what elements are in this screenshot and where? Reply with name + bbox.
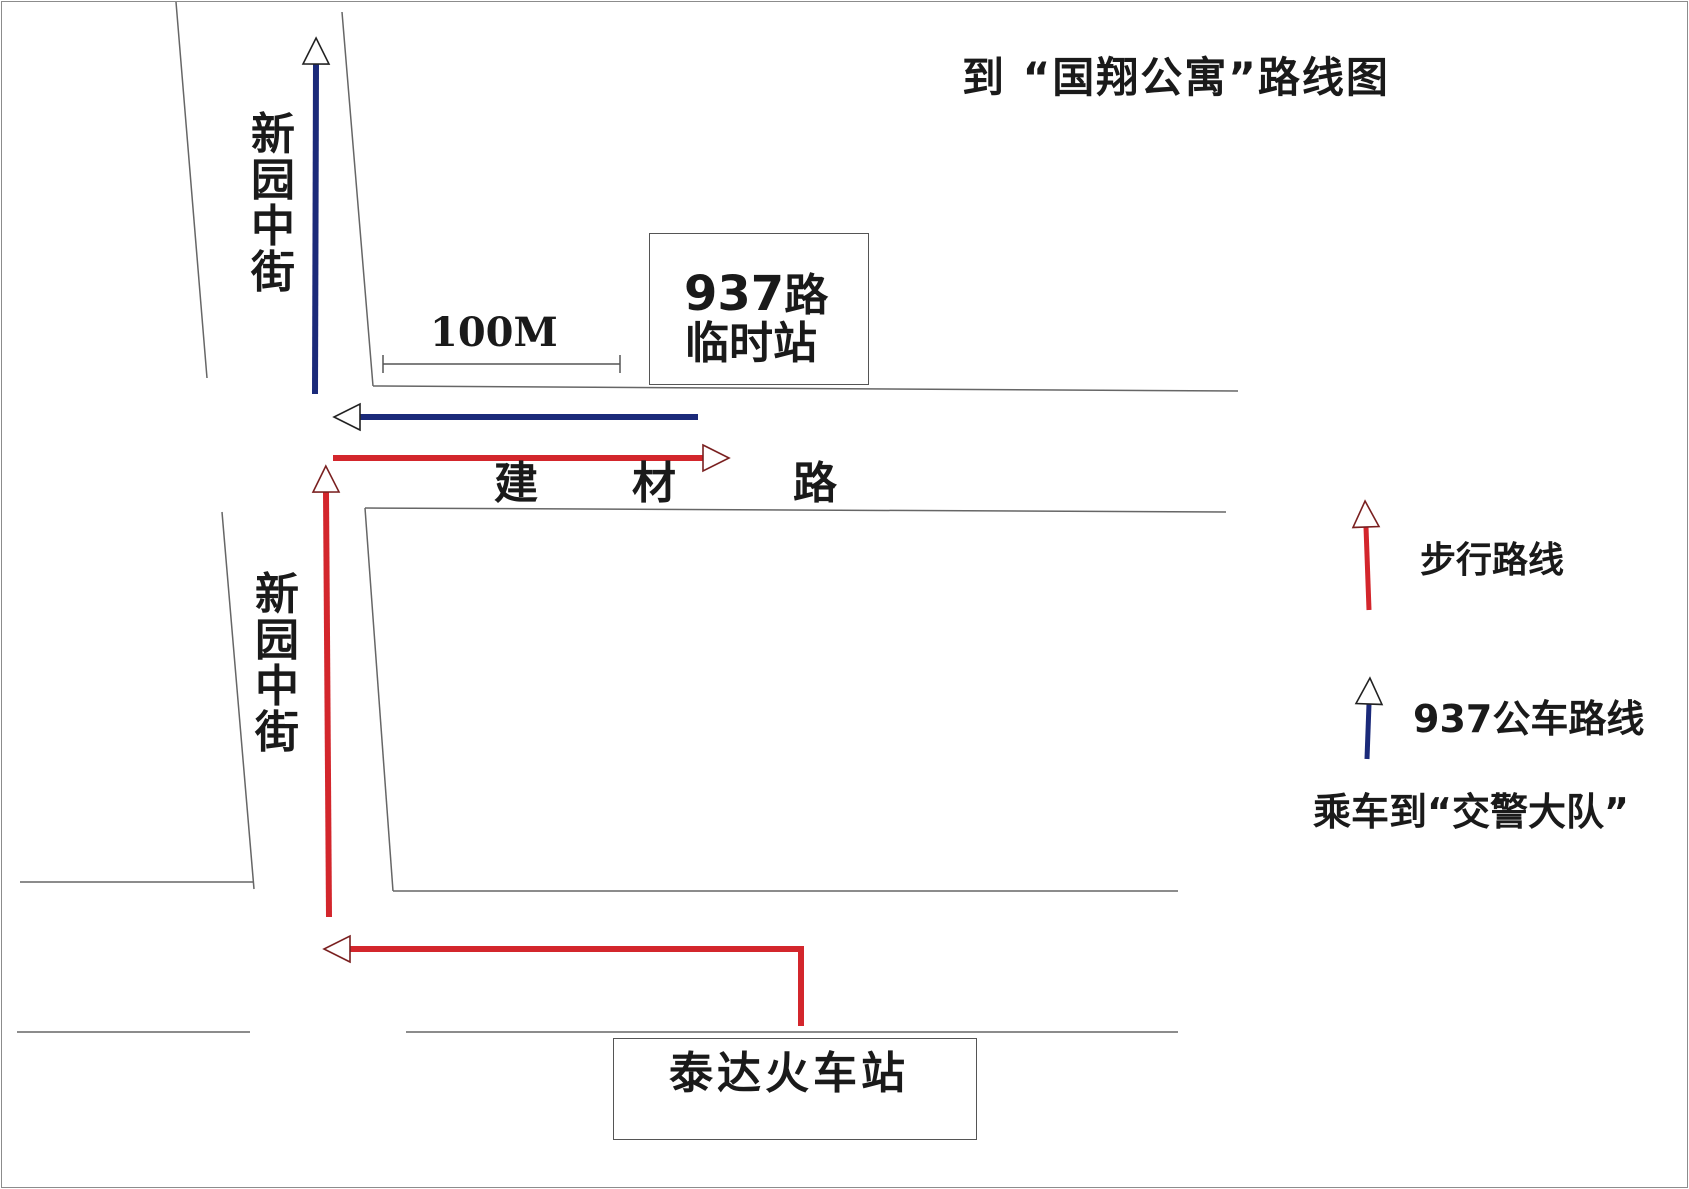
- road-edge-jiancai-south: [364, 507, 1227, 513]
- legend-walk-label: 步行路线: [1420, 540, 1565, 581]
- road-edge-north-west: [175, 1, 208, 379]
- legend-note: 乘车到“交警大队”: [1313, 790, 1629, 834]
- station-label: 泰达火车站: [669, 1048, 909, 1099]
- walk-route-segment-north: [311, 464, 341, 918]
- bus-stop-name: 临时站: [685, 318, 817, 369]
- bus-stop-route-suffix: 路: [784, 270, 829, 321]
- street-label-xinyuan-south: 新园中街: [255, 569, 299, 758]
- bus-stop-box: [649, 233, 869, 385]
- legend-bus-arrow: [1354, 676, 1384, 760]
- walk-route: [311, 443, 804, 1026]
- bus-route: [301, 36, 698, 432]
- bus-stop-route: 937路: [684, 270, 828, 318]
- map-title: 到 “国翔公寓”路线图: [962, 53, 1390, 102]
- road-edge-south-east: [364, 507, 394, 892]
- road-edges: [17, 1, 1239, 1033]
- station-box: [613, 1038, 977, 1140]
- scale-label: 100M: [430, 309, 558, 356]
- street-label-xinyuan-north: 新园中街: [251, 109, 295, 298]
- bus-route-segment-north: [301, 36, 331, 395]
- legend-bus-label: 937公车路线: [1413, 697, 1645, 741]
- street-label-jiancai-char-3: 路: [793, 458, 837, 509]
- road-edge-north-east: [341, 11, 374, 387]
- scale-bar: [382, 355, 621, 373]
- road-edge-south-west: [221, 511, 255, 890]
- street-label-jiancai-char-2: 材: [632, 458, 676, 509]
- legend-walk-arrow: [1351, 499, 1381, 611]
- bus-stop-route-number: 937: [684, 266, 785, 322]
- street-label-jiancai-char-1: 建: [494, 458, 538, 509]
- road-edge-jiancai-north: [372, 385, 1239, 392]
